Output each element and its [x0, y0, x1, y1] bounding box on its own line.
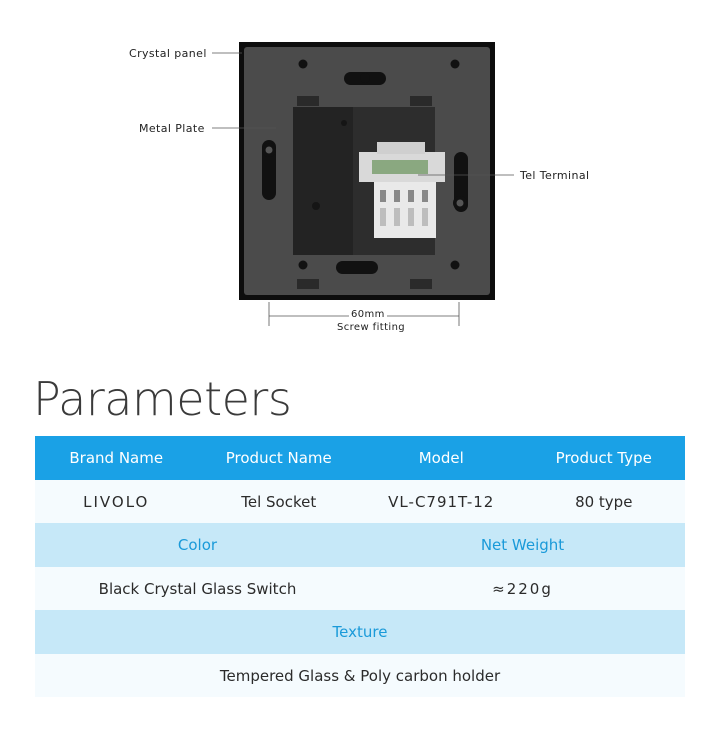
header-product-type: Product Type: [555, 449, 652, 467]
label-net-weight: Net Weight: [480, 536, 565, 554]
header-model: Model: [418, 449, 464, 467]
table-row: Tempered Glass & Poly carbon holder: [35, 654, 685, 697]
crystal-panel-label: Crystal panel: [129, 47, 207, 60]
socket-back-view: [212, 42, 514, 326]
metal-plate-label: Metal Plate: [139, 122, 205, 135]
table-label-row: Texture: [35, 610, 685, 654]
table-header-row: Brand Name Product Name Model Product Ty…: [35, 436, 685, 480]
bottom-slot: [336, 261, 378, 274]
label-color: Color: [177, 536, 218, 554]
dimension-caption: Screw fitting: [337, 322, 406, 333]
value-brand-name: LIVOLO: [83, 492, 150, 511]
tel-terminal-label: Tel Terminal: [520, 169, 590, 182]
value-color: Black Crystal Glass Switch: [98, 579, 297, 598]
parameters-heading: Parameters: [33, 372, 292, 426]
value-net-weight: ≈220g: [492, 579, 553, 598]
table-row: LIVOLO Tel Socket VL-C791T-12 80 type: [35, 480, 685, 523]
product-diagram: Crystal panel Metal Plate Tel Terminal 6…: [0, 0, 720, 345]
parameters-table: Brand Name Product Name Model Product Ty…: [35, 436, 685, 697]
value-product-name: Tel Socket: [241, 492, 317, 511]
label-texture: Texture: [332, 623, 388, 641]
value-texture: Tempered Glass & Poly carbon holder: [219, 666, 501, 685]
dimension-value: 60mm: [349, 309, 387, 320]
table-row: Black Crystal Glass Switch ≈220g: [35, 567, 685, 610]
value-product-type: 80 type: [575, 492, 633, 511]
table-label-row: Color Net Weight: [35, 523, 685, 567]
value-model: VL-C791T-12: [388, 492, 495, 511]
header-brand-name: Brand Name: [69, 449, 164, 467]
header-product-name: Product Name: [225, 449, 332, 467]
